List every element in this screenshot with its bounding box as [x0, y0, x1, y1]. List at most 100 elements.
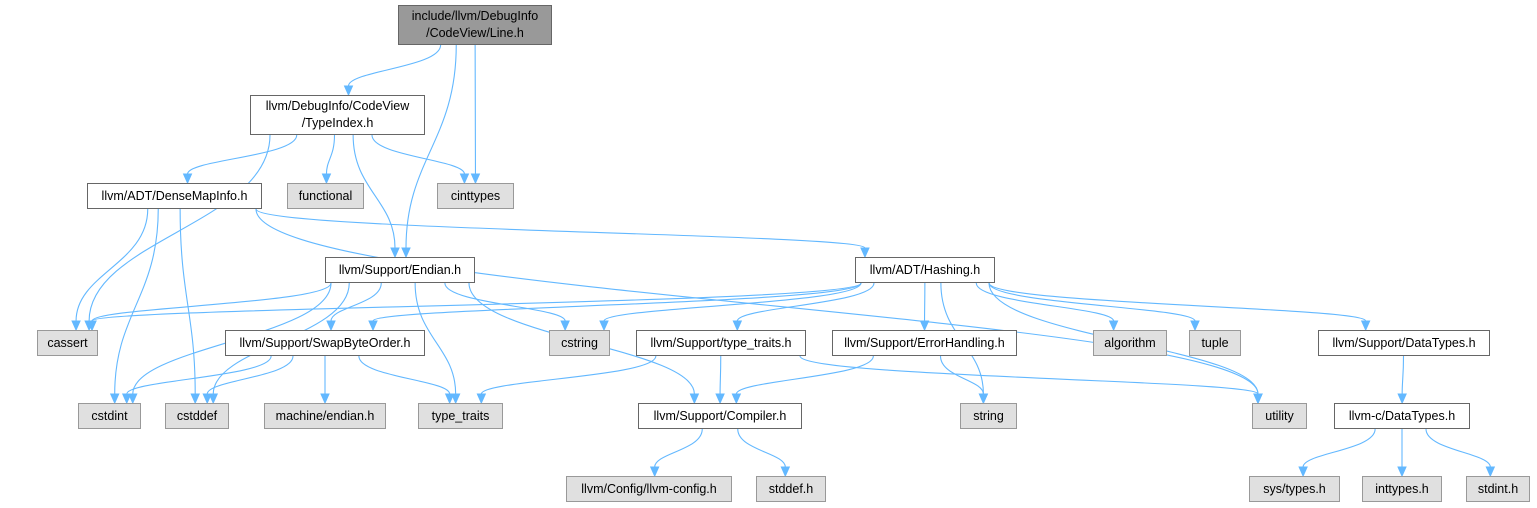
- edge-cdatatypes-systypes: [1302, 428, 1376, 468]
- node-hashing[interactable]: llvm/ADT/Hashing.h: [855, 257, 995, 283]
- node-typeindex[interactable]: llvm/DebugInfo/CodeView /TypeIndex.h: [250, 95, 425, 135]
- edge-arrowhead: [450, 393, 461, 405]
- edge-arrowhead: [121, 393, 132, 405]
- edge-arrowhead: [978, 393, 989, 405]
- node-cassert: cassert: [37, 330, 98, 356]
- node-type-traits: type_traits: [418, 403, 503, 429]
- node-densemap[interactable]: llvm/ADT/DenseMapInfo.h: [87, 183, 262, 209]
- edge-arrowhead: [731, 393, 742, 405]
- edge-arrowhead: [368, 320, 378, 332]
- node-functional: functional: [287, 183, 364, 209]
- edge-arrowhead: [1397, 393, 1407, 405]
- node-inttypes: inttypes.h: [1362, 476, 1442, 502]
- node-cinttypes: cinttypes: [437, 183, 514, 209]
- edge-arrowhead: [87, 320, 97, 332]
- edge-typeindex-densemap: [186, 134, 298, 175]
- edge-densemap-utility: [255, 208, 1259, 395]
- node-swapbyte[interactable]: llvm/Support/SwapByteOrder.h: [225, 330, 425, 356]
- edge-arrowhead: [190, 393, 200, 405]
- edge-arrowhead: [1485, 466, 1496, 478]
- node-cstring: cstring: [549, 330, 610, 356]
- node-cstdint: cstdint: [78, 403, 141, 429]
- edge-swapbyte-cstdint: [126, 355, 272, 395]
- edge-hashing-cassert: [91, 282, 862, 322]
- edge-arrowhead: [689, 393, 700, 405]
- edge-hashing-tuple: [988, 282, 1196, 322]
- edge-errorh-string: [939, 355, 984, 395]
- edge-arrowhead: [1298, 466, 1308, 478]
- edge-hashing-swapbyte: [372, 282, 862, 322]
- edge-arrowhead: [444, 393, 455, 405]
- edge-typeindex-functional: [325, 134, 336, 175]
- node-machendian: machine/endian.h: [264, 403, 386, 429]
- node-errorh[interactable]: llvm/Support/ErrorHandling.h: [832, 330, 1017, 356]
- edge-arrowhead: [1397, 466, 1407, 478]
- edge-arrowhead: [1360, 320, 1371, 332]
- edge-arrowhead: [109, 393, 120, 405]
- edge-endian-swapbyte: [330, 282, 382, 322]
- edge-typetraitsh-type_traits: [480, 355, 657, 395]
- node-systypes: sys/types.h: [1249, 476, 1340, 502]
- edge-arrowhead: [401, 247, 411, 259]
- node-string: string: [960, 403, 1017, 429]
- edge-arrowhead: [127, 393, 138, 405]
- node-compiler[interactable]: llvm/Support/Compiler.h: [638, 403, 802, 429]
- edge-arrowhead: [599, 320, 609, 332]
- edge-arrowhead: [560, 320, 570, 332]
- edge-arrowhead: [321, 173, 332, 185]
- node-algorithm: algorithm: [1093, 330, 1167, 356]
- edge-compiler-stddef: [737, 428, 786, 468]
- edge-hashing-cstring: [603, 282, 862, 322]
- edge-typetraitsh-compiler: [719, 355, 722, 395]
- edge-arrowhead: [470, 173, 481, 185]
- edge-arrowhead: [208, 393, 219, 405]
- edge-densemap-cstdint: [114, 208, 159, 395]
- edge-arrowhead: [715, 393, 725, 405]
- edge-arrowhead: [649, 466, 660, 478]
- edge-densemap-hashing: [255, 208, 866, 249]
- edge-arrowhead: [202, 393, 213, 405]
- edge-typetraitsh-utility: [799, 355, 1259, 395]
- edge-arrowhead: [390, 247, 400, 259]
- edge-densemap-cassert: [75, 208, 149, 322]
- edge-swapbyte-type_traits: [358, 355, 451, 395]
- edge-densemap-cstddef: [179, 208, 196, 395]
- node-datatypes[interactable]: llvm/Support/DataTypes.h: [1318, 330, 1490, 356]
- edge-arrowhead: [182, 173, 193, 185]
- node-endian[interactable]: llvm/Support/Endian.h: [325, 257, 475, 283]
- edge-arrowhead: [1190, 320, 1200, 332]
- edge-line-typeindex: [347, 44, 442, 87]
- node-line: include/llvm/DebugInfo /CodeView/Line.h: [398, 5, 552, 45]
- edge-arrowhead: [780, 466, 791, 478]
- node-typetraitsh[interactable]: llvm/Support/type_traits.h: [636, 330, 806, 356]
- edge-swapbyte-cstddef: [206, 355, 294, 395]
- edge-arrowhead: [320, 393, 330, 405]
- edge-typeindex-cassert: [88, 134, 271, 322]
- edge-arrowhead: [919, 320, 930, 332]
- edge-endian-type_traits: [414, 282, 457, 395]
- edge-hashing-algorithm: [975, 282, 1115, 322]
- node-cstddef: cstddef: [165, 403, 229, 429]
- edge-typeindex-cinttypes: [371, 134, 466, 175]
- edge-line-endian: [405, 44, 457, 249]
- node-cdatatypes[interactable]: llvm-c/DataTypes.h: [1334, 403, 1470, 429]
- node-llvmconfig: llvm/Config/llvm-config.h: [566, 476, 732, 502]
- edge-hashing-typetraitsh: [736, 282, 875, 322]
- edge-arrowhead: [860, 247, 870, 259]
- edge-hashing-datatypes: [988, 282, 1367, 322]
- edge-arrowhead: [1108, 320, 1119, 332]
- edge-arrowhead: [71, 320, 81, 332]
- edge-cdatatypes-stdint: [1425, 428, 1491, 468]
- edge-arrowhead: [732, 320, 743, 332]
- edge-arrowhead: [326, 320, 336, 332]
- node-tuple: tuple: [1189, 330, 1241, 356]
- edge-datatypes-cdatatypes: [1401, 355, 1405, 395]
- edge-compiler-llvmconfig: [654, 428, 703, 468]
- edge-errorh-compiler: [735, 355, 874, 395]
- edge-endian-cassert: [91, 282, 332, 322]
- edge-arrowhead: [476, 393, 487, 405]
- edge-arrowhead: [459, 173, 470, 185]
- node-stddef: stddef.h: [756, 476, 826, 502]
